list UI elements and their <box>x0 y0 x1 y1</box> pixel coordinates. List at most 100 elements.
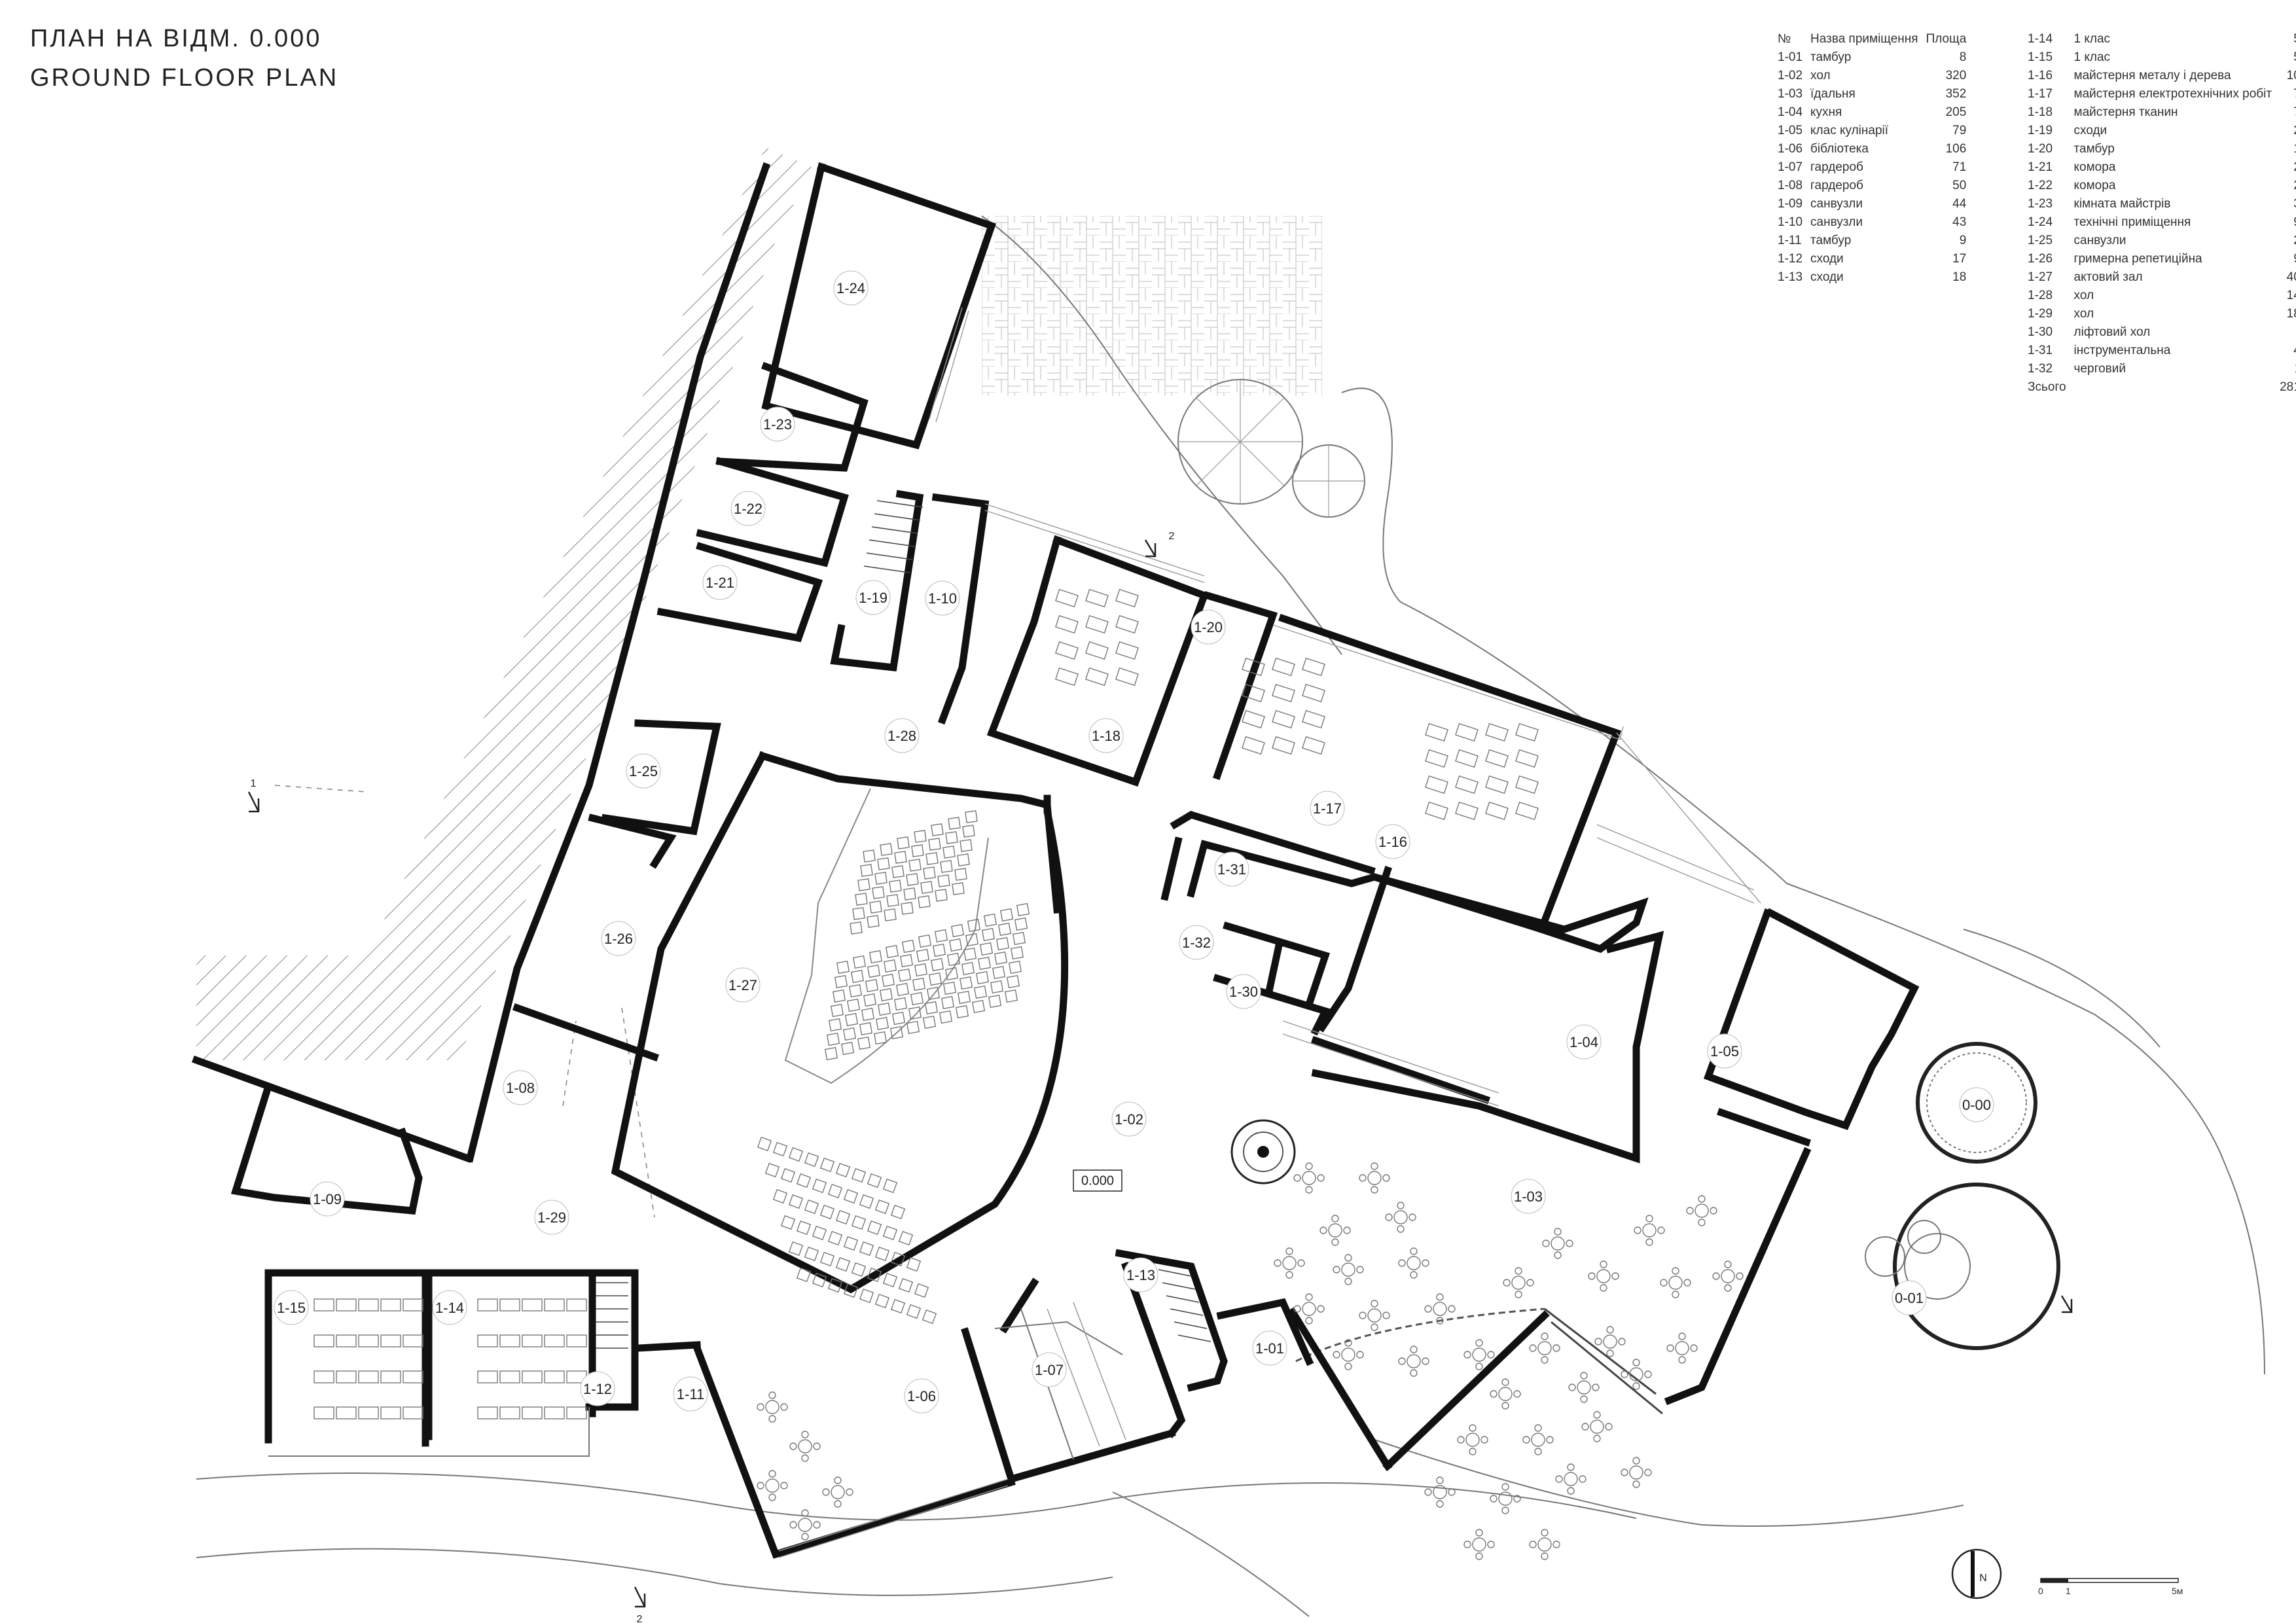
svg-text:2: 2 <box>1169 531 1175 542</box>
room-1-01: 1-01 <box>1252 1330 1287 1366</box>
dining-tables <box>757 1162 1744 1560</box>
seat <box>796 1267 812 1283</box>
legend-area: 44 <box>1952 197 1967 211</box>
seat <box>846 998 861 1012</box>
seat <box>861 1007 875 1022</box>
seat <box>891 865 905 878</box>
seat <box>945 831 958 844</box>
seat <box>957 853 970 866</box>
legend-area: 9 <box>1959 234 1967 247</box>
svg-text:1-29: 1-29 <box>537 1209 566 1226</box>
dining-table <box>1555 1463 1587 1495</box>
room-1-11: 1-11 <box>673 1376 708 1412</box>
dining-table <box>1463 1529 1495 1560</box>
seat <box>922 1309 937 1325</box>
dining-table <box>1274 1247 1305 1279</box>
desk <box>1455 749 1479 768</box>
dining-table <box>1424 1476 1456 1508</box>
desk <box>403 1298 423 1311</box>
seat <box>983 913 997 927</box>
seat <box>925 852 939 865</box>
seat <box>872 886 885 899</box>
seat <box>852 955 867 969</box>
legend-num: 1-29 <box>2028 307 2053 321</box>
legend-area: 71 <box>1952 160 1967 174</box>
legend-num: 1-20 <box>2028 142 2053 156</box>
seat <box>848 984 863 998</box>
seat <box>903 887 916 901</box>
seat <box>859 1241 874 1257</box>
legend-row: 1-22комора24 <box>2024 177 2296 195</box>
svg-text:1-05: 1-05 <box>1710 1043 1739 1060</box>
legend-name: санвузли <box>2073 234 2126 247</box>
legend-name: тамбур <box>1810 234 1852 247</box>
seat <box>764 1162 780 1178</box>
room-1-08: 1-08 <box>503 1070 538 1105</box>
legend-area: 20 <box>2276 122 2296 140</box>
seat <box>894 851 907 864</box>
seat <box>859 1194 874 1209</box>
legend-name: інструментальна <box>2073 344 2171 357</box>
seat <box>796 1220 812 1236</box>
seat <box>860 864 873 877</box>
seat <box>772 1188 788 1204</box>
seat <box>923 866 936 880</box>
dining-table <box>1293 1293 1325 1325</box>
dining-table <box>1621 1359 1652 1390</box>
svg-text:1-10: 1-10 <box>928 590 957 607</box>
desk <box>1485 749 1509 768</box>
seat <box>898 1277 914 1293</box>
desk <box>477 1298 498 1311</box>
desk <box>566 1298 587 1311</box>
svg-text:1-16: 1-16 <box>1378 834 1407 850</box>
seat <box>882 1225 898 1241</box>
svg-text:1-12: 1-12 <box>583 1381 612 1397</box>
seat <box>1006 974 1020 989</box>
seat <box>942 981 957 995</box>
seat <box>824 1046 838 1061</box>
auditorium-seats <box>757 810 1030 1325</box>
level-mark: 0.000 <box>1073 1169 1122 1192</box>
desk <box>1515 801 1539 821</box>
seat <box>954 868 967 881</box>
legend-area: 10 <box>2276 140 2296 158</box>
room-1-29: 1-29 <box>534 1200 569 1235</box>
seat <box>912 977 926 991</box>
seat <box>901 902 914 915</box>
dining-table <box>1529 1529 1560 1560</box>
desk <box>1115 667 1139 687</box>
legend-area: 409 <box>2286 270 2296 284</box>
desk <box>380 1298 401 1311</box>
svg-text:1-18: 1-18 <box>1092 728 1121 744</box>
svg-text:1-30: 1-30 <box>1229 984 1258 1000</box>
desk <box>499 1334 520 1347</box>
seat <box>827 1183 843 1199</box>
seat <box>920 881 933 894</box>
seat <box>977 956 992 971</box>
seat <box>819 1251 835 1267</box>
seat <box>906 1257 922 1272</box>
scale-bar: 0 1 5м <box>2038 1578 2183 1596</box>
seat <box>898 1230 914 1246</box>
legend-area: 78 <box>2276 85 2296 103</box>
north-arrow-icon: N <box>1951 1548 2002 1599</box>
legend-num: 1-18 <box>2028 105 2053 119</box>
legend-num: 1-17 <box>2028 87 2053 101</box>
room-1-20: 1-20 <box>1191 609 1226 645</box>
desk <box>1485 775 1509 794</box>
seat <box>1014 917 1028 931</box>
legend-num: 1-12 <box>1778 252 1803 266</box>
dining-table <box>1503 1267 1534 1298</box>
legend-area: 24 <box>2276 158 2296 177</box>
seat <box>928 972 942 986</box>
seat <box>780 1215 796 1230</box>
seat <box>946 952 961 967</box>
seat <box>960 839 973 852</box>
desk <box>380 1370 401 1383</box>
room-1-32: 1-32 <box>1179 925 1214 960</box>
